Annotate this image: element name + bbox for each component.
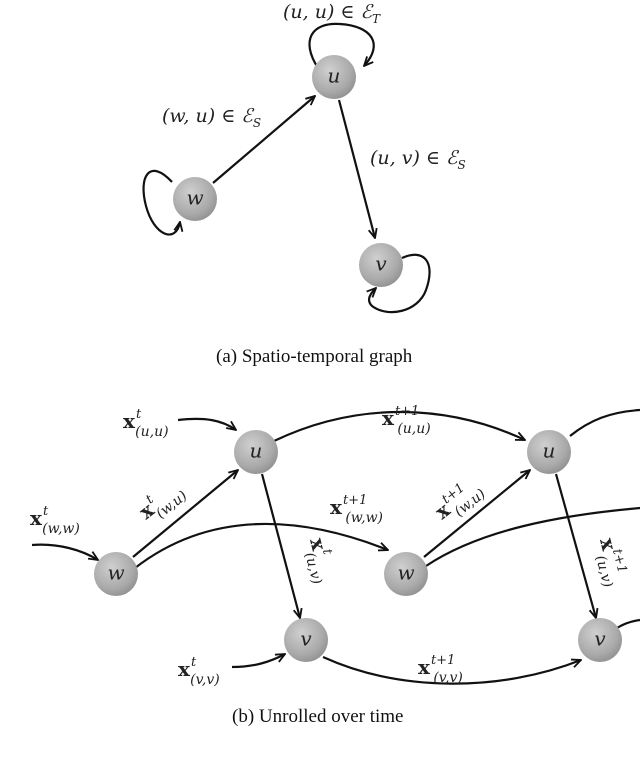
- node-v-t-label: v: [300, 627, 312, 651]
- node-w-t: w: [94, 552, 138, 596]
- panel-b: u w v u w v xt(u,u) xt(w,w): [30, 404, 640, 727]
- edge-w-to-u: [212, 96, 315, 184]
- edge-out-ww: [425, 506, 640, 567]
- edge-u-to-v: [337, 99, 375, 238]
- node-w-t1-label: w: [397, 561, 414, 585]
- edge-w1-w2: [134, 522, 388, 569]
- edge-in-vv-t: [231, 654, 285, 669]
- edge-in-ww-t: [31, 543, 98, 560]
- node-v-t1-label: v: [594, 627, 606, 651]
- node-u-t-label: u: [250, 439, 263, 463]
- node-u-t1: u: [527, 430, 571, 474]
- node-v-label: v: [375, 252, 387, 276]
- node-v-t: v: [284, 618, 328, 662]
- label-x-uu-t: xt(u,u): [123, 407, 169, 440]
- label-uv: (u, v) ∈ ℰS: [370, 147, 466, 172]
- edge-out-vv: [616, 618, 640, 629]
- label-x-wu-t: xt(w,u): [133, 475, 190, 530]
- label-x-ww-t1: xt+1(w,w): [330, 493, 383, 526]
- label-x-vv-t1: xt+1(v,v): [418, 653, 463, 686]
- edge-u2-v2: [554, 473, 596, 618]
- node-u: u: [312, 55, 356, 99]
- panel-a: u w v (u, u) ∈ ℰT (w, u) ∈ ℰS (u, v) ∈ ℰ…: [142, 1, 466, 367]
- caption-a: (a) Spatio-temporal graph: [216, 346, 413, 367]
- node-w-t1: w: [384, 552, 428, 596]
- node-w-t-label: w: [107, 561, 124, 585]
- node-u-t1-label: u: [543, 439, 556, 463]
- caption-b: (b) Unrolled over time: [232, 706, 403, 727]
- edge-v1-v2: [322, 655, 581, 685]
- edge-w2-u2: [423, 470, 530, 558]
- label-x-vv-t: xt(v,v): [178, 655, 220, 688]
- label-x-uv-t1: xt+1(u,v): [588, 535, 632, 589]
- label-x-uu-t1: xt+1(u,u): [382, 404, 431, 437]
- label-wu: (w, u) ∈ ℰS: [162, 105, 261, 130]
- edge-w-self-loop: [142, 169, 180, 236]
- edge-in-uu-t: [177, 417, 236, 430]
- edge-w1-u1: [132, 470, 238, 558]
- label-x-ww-t: xt(w,w): [30, 504, 80, 537]
- edge-u1-v1: [260, 473, 300, 618]
- label-uu: (u, u) ∈ ℰT: [283, 1, 381, 26]
- node-w: w: [173, 177, 217, 221]
- edge-v-self-loop: [369, 253, 431, 314]
- node-w-label: w: [186, 186, 203, 210]
- edge-u1-u2: [273, 410, 525, 442]
- label-x-uv-t: xt(u,v): [298, 535, 341, 586]
- node-u-label: u: [328, 64, 341, 88]
- edge-u-self-loop: [308, 22, 375, 69]
- node-v-t1: v: [578, 618, 622, 662]
- label-x-wu-t1: xt+1(w,u): [429, 473, 489, 530]
- node-u-t: u: [234, 430, 278, 474]
- edge-out-uu: [569, 408, 640, 437]
- node-v: v: [359, 243, 403, 287]
